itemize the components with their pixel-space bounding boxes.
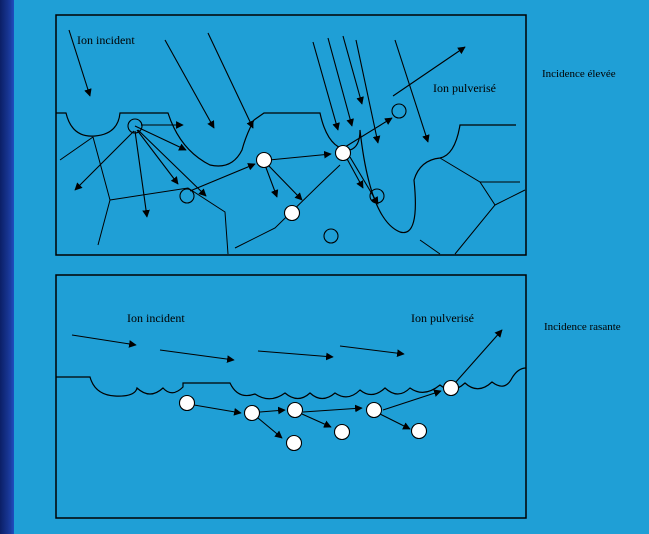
top-cascade-arrows (74, 46, 466, 218)
top-ion-pulverise-label: Ion pulverisé (433, 81, 496, 95)
top-grain-boundaries (59, 136, 526, 255)
top-surface-profile (56, 112, 516, 234)
bottom-panel-frame (55, 274, 527, 519)
bottom-atoms (178, 379, 460, 452)
bottom-incident-arrows (71, 334, 405, 363)
bottom-panel: Ion incident Ion pulverisé Incidence ras… (55, 274, 621, 519)
top-atoms (127, 103, 407, 244)
top-panel: Ion incident Ion pulverisé Incidence éle… (55, 14, 616, 256)
bottom-ion-incident-label: Ion incident (127, 311, 185, 325)
slide (14, 0, 649, 534)
top-panel-frame (55, 14, 527, 256)
top-side-label: Incidence élevée (542, 68, 616, 80)
top-incident-arrows (68, 29, 430, 144)
bottom-surface-profile (56, 367, 527, 400)
bottom-cascade-arrows (193, 329, 503, 439)
top-ion-incident-label: Ion incident (77, 33, 135, 47)
bottom-ion-pulverise-label: Ion pulverisé (411, 311, 474, 325)
bottom-side-label: Incidence rasante (544, 321, 621, 333)
